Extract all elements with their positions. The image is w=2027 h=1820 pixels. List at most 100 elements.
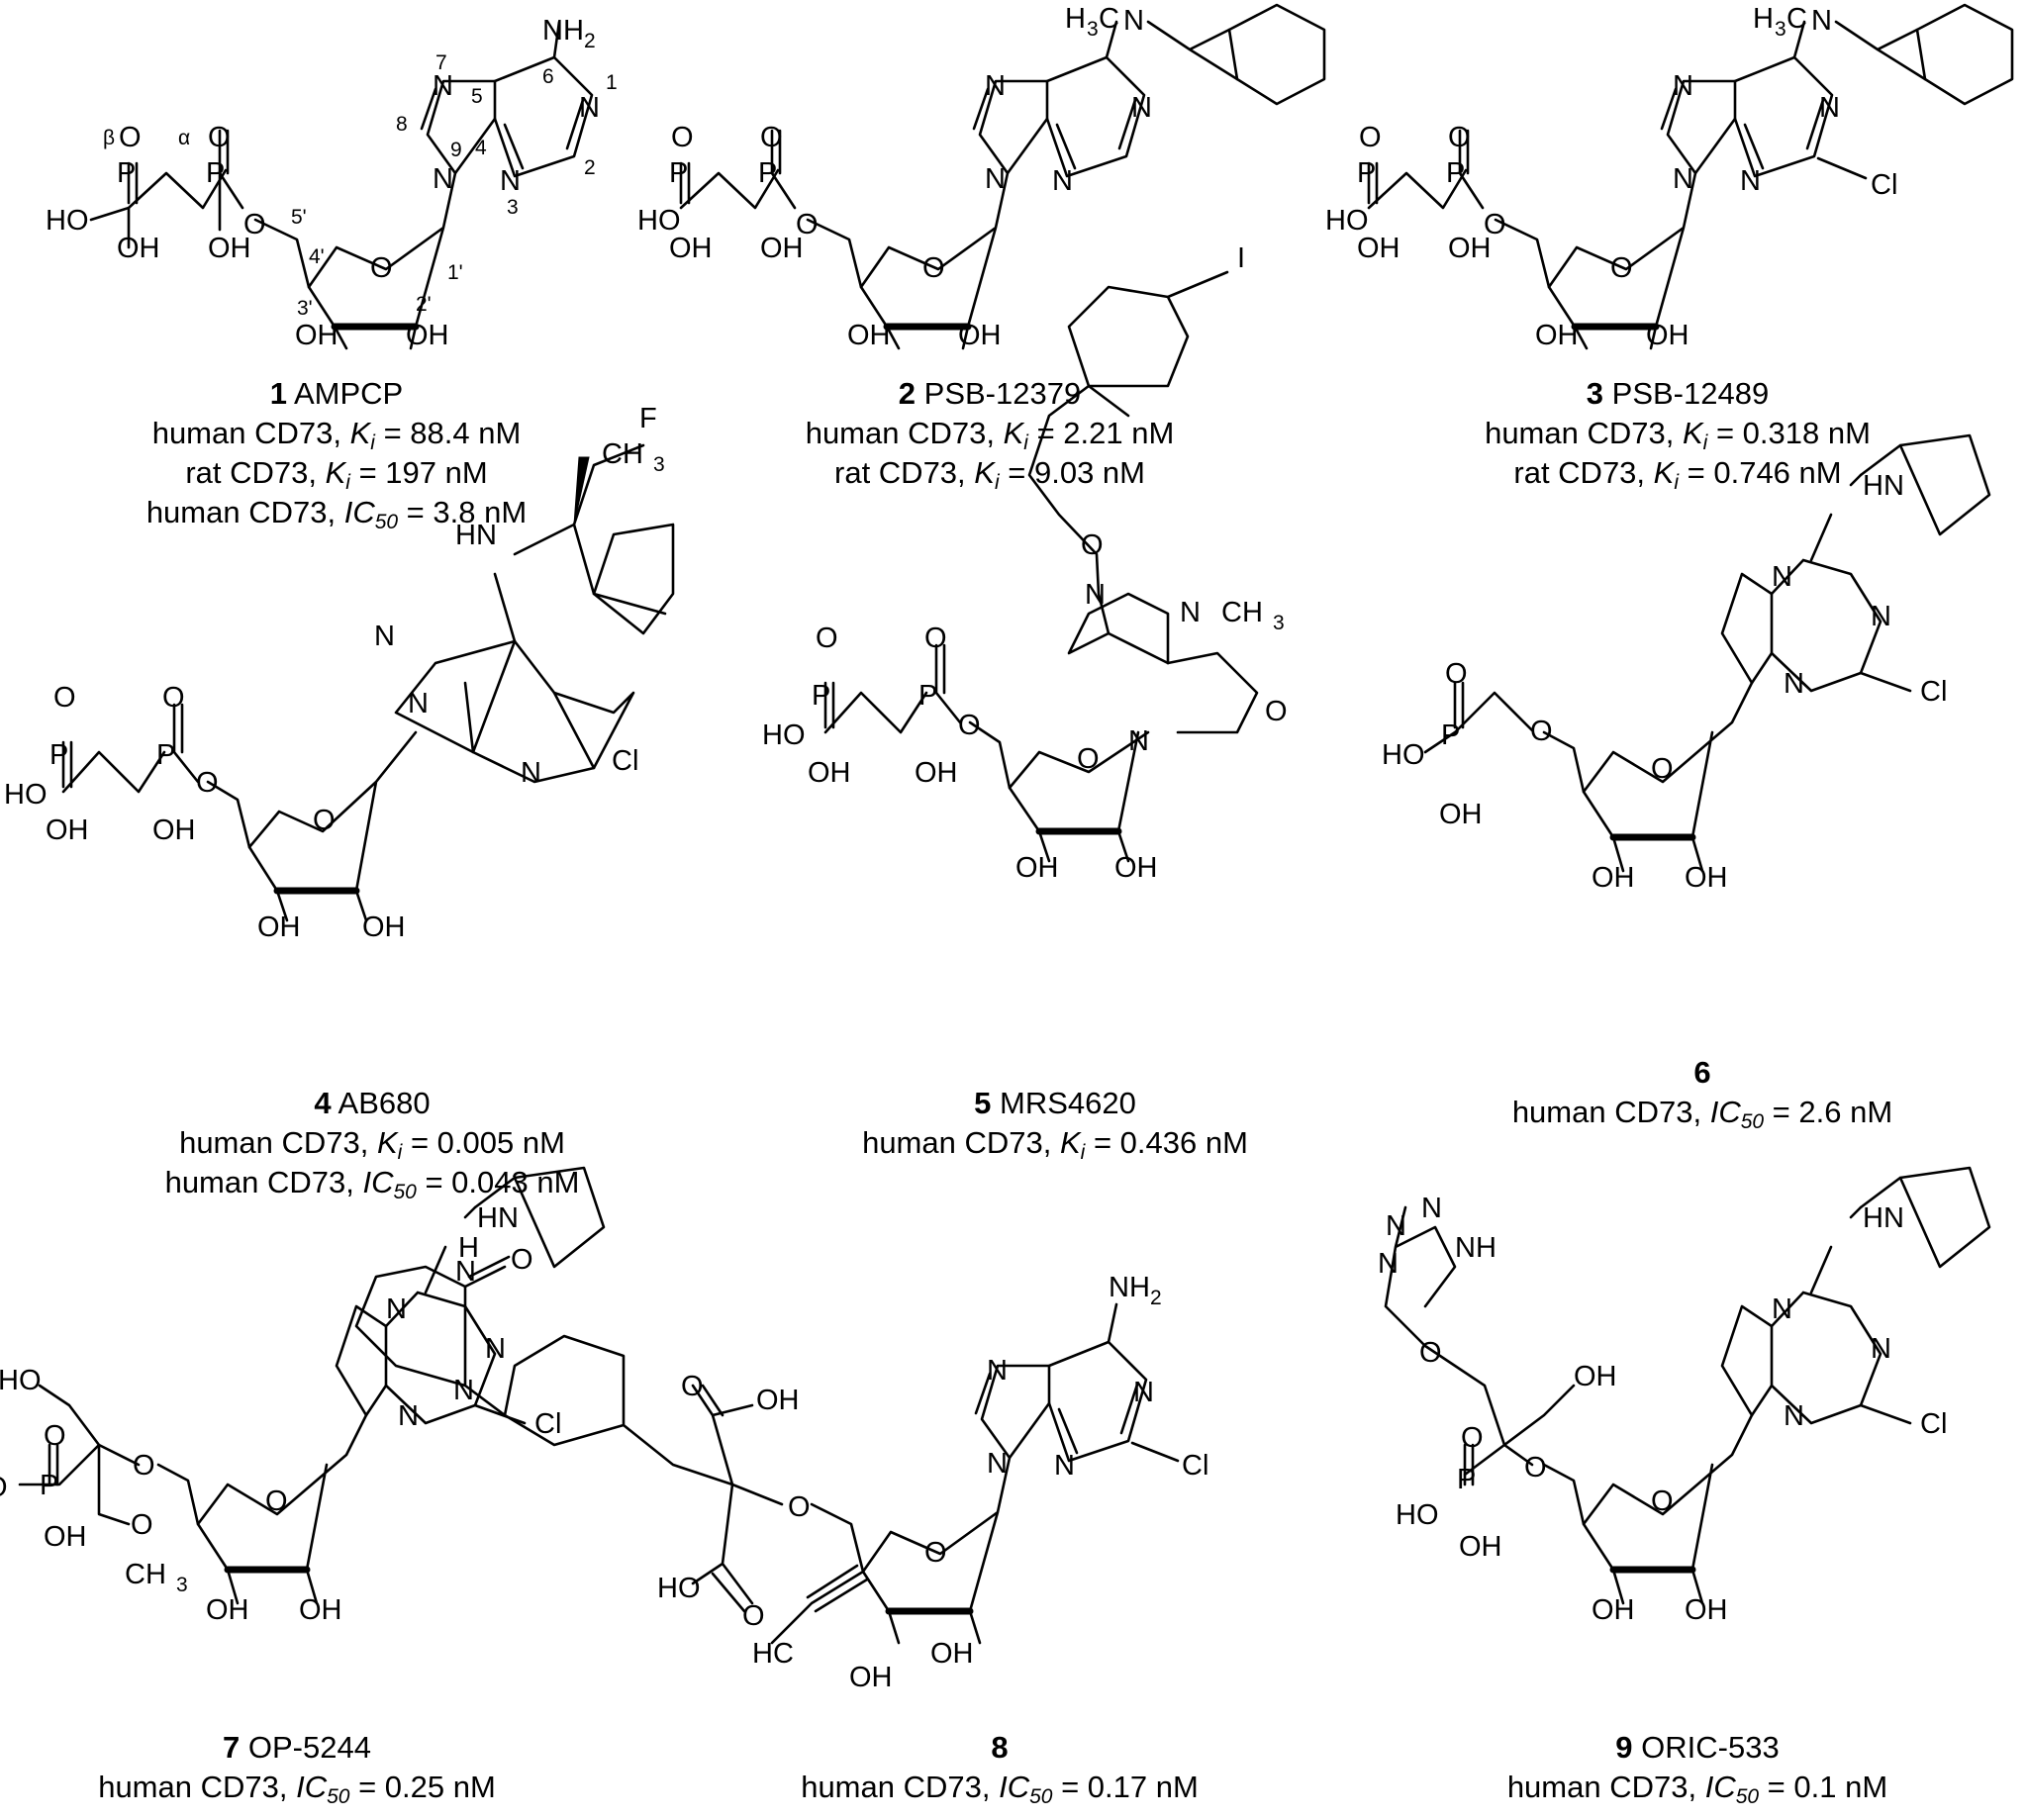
- caption-2: 2 PSB-12379 human CD73, Ki = 2.21 nM rat…: [732, 374, 1247, 493]
- atom-label: N: [1772, 1293, 1792, 1325]
- atom-label: O: [958, 710, 981, 741]
- atom-label: N: [1772, 561, 1792, 593]
- compound-number: 8: [991, 1730, 1009, 1765]
- atom-label: OH: [152, 814, 196, 846]
- atom-label: 3: [653, 453, 665, 476]
- atom-label: 3: [1087, 18, 1099, 41]
- atom-label: HN: [1863, 1202, 1904, 1234]
- atom-label: N: [1054, 1450, 1075, 1482]
- atom-label: H: [1753, 3, 1774, 35]
- atom-label: O: [511, 1244, 533, 1276]
- atom-label: O: [742, 1600, 765, 1632]
- atom-label: OH: [1592, 862, 1635, 894]
- numbering-label: 3: [507, 196, 519, 219]
- atom-label: N: [408, 688, 429, 719]
- numbering-label: 6: [542, 65, 554, 88]
- structure-8: NH 2 N N Cl N N O O OH HC OH O OH O HO N…: [354, 1232, 1208, 1693]
- atom-label: N: [1133, 1377, 1154, 1408]
- caption-4: 4 AB680 human CD73, Ki = 0.005 nM human …: [115, 1084, 629, 1202]
- numbering-label: 2: [584, 156, 596, 179]
- atom-label: N: [1085, 579, 1106, 611]
- atom-label: O: [370, 252, 393, 284]
- caption-9: 9 ORIC-533 human CD73, IC50 = 0.1 nM: [1440, 1728, 1955, 1807]
- activity-line: rat CD73, Ki = 197 nM: [185, 455, 488, 494]
- atom-label: O: [1077, 743, 1100, 775]
- numbering-label: 5: [471, 85, 483, 108]
- atom-label: H: [1065, 3, 1086, 35]
- atom-label: O: [796, 209, 819, 240]
- atom-label: OH: [808, 757, 851, 789]
- compound-title: 9 ORIC-533: [1440, 1728, 1955, 1768]
- atom-label: OH: [849, 1662, 893, 1693]
- atom-label: OH: [1685, 1594, 1728, 1626]
- atom-label: O: [1484, 209, 1506, 240]
- atom-label: HO: [0, 1365, 42, 1396]
- atom-label: Cl: [612, 745, 638, 777]
- activity-line: human CD73, Ki = 0.436 nM: [862, 1125, 1248, 1164]
- atom-label: N: [1784, 668, 1804, 700]
- atom-label: O: [1448, 122, 1471, 153]
- atom-label: OH: [760, 233, 804, 264]
- atom-label: OH: [299, 1594, 342, 1626]
- atom-label: N: [1819, 92, 1840, 124]
- atom-label: N: [987, 1355, 1008, 1387]
- atom-label: N: [1052, 165, 1073, 197]
- compound-title: 5 MRS4620: [798, 1084, 1312, 1123]
- activity-line: human CD73, Ki = 0.005 nM: [179, 1125, 565, 1164]
- atom-label: O: [53, 682, 76, 714]
- atom-label: HO: [762, 719, 806, 751]
- atom-label: CH: [125, 1559, 166, 1590]
- atom-label: O: [1651, 753, 1674, 785]
- atom-label: C: [1786, 3, 1807, 35]
- atom-label: OH: [206, 1594, 249, 1626]
- atom-label: OH: [1459, 1531, 1502, 1563]
- activity-line: human CD73, IC50 = 0.25 nM: [98, 1770, 496, 1808]
- atom-label: P: [1457, 1464, 1476, 1495]
- numbering-label: 8: [396, 113, 408, 136]
- atom-label: O: [1651, 1485, 1674, 1517]
- atom-label: HO: [1325, 205, 1369, 237]
- atom-label: O: [924, 1537, 947, 1569]
- atom-label: N: [521, 757, 541, 789]
- atom-label: HO: [637, 205, 681, 237]
- atom-label: NH: [542, 15, 584, 47]
- compound-number: 6: [1693, 1055, 1711, 1090]
- activity-line: rat CD73, Ki = 9.03 nM: [834, 455, 1145, 494]
- atom-label: P: [1446, 157, 1465, 189]
- atom-label: 2: [584, 30, 596, 52]
- atom-label: OH: [295, 320, 338, 351]
- compound-title: 2 PSB-12379: [732, 374, 1247, 414]
- atom-label: N: [1811, 5, 1832, 37]
- atom-label: H: [458, 1232, 479, 1264]
- compound-name: AB680: [338, 1086, 431, 1120]
- atom-label: N: [1128, 725, 1149, 757]
- atom-label: HO: [657, 1573, 701, 1604]
- atom-label: OH: [1535, 320, 1579, 351]
- compound-title: 6: [1445, 1053, 1960, 1093]
- numbering-label: 5': [291, 206, 307, 229]
- structure-6: HN N N N Cl O O P O OH HO OH OH: [1382, 433, 1991, 894]
- atom-label: N: [985, 70, 1006, 102]
- atom-label: P: [812, 680, 830, 712]
- atom-label: OH: [44, 1521, 87, 1553]
- numbering-label: 1': [447, 261, 463, 284]
- atom-label: N: [1386, 1210, 1406, 1242]
- atom-label: OH: [1592, 1594, 1635, 1626]
- numbering-label: 4: [475, 137, 487, 159]
- atom-label: 3: [176, 1574, 188, 1596]
- atom-label: OH: [915, 757, 958, 789]
- atom-label: P: [669, 157, 688, 189]
- activity-line: human CD73, IC50 = 0.1 nM: [1506, 1770, 1888, 1808]
- atom-label: O: [44, 1420, 66, 1452]
- numbering-label: α: [178, 127, 190, 149]
- atom-label: P: [49, 739, 68, 771]
- atom-label: OH: [1114, 852, 1158, 884]
- atom-label: N: [500, 165, 521, 197]
- compound-name: PSB-12489: [1611, 376, 1770, 411]
- atom-label: CH: [602, 438, 643, 470]
- atom-label: O: [162, 682, 185, 714]
- activity-line: human CD73, Ki = 0.318 nM: [1485, 416, 1871, 454]
- atom-label: N: [374, 621, 395, 652]
- atom-label: N: [386, 1293, 407, 1325]
